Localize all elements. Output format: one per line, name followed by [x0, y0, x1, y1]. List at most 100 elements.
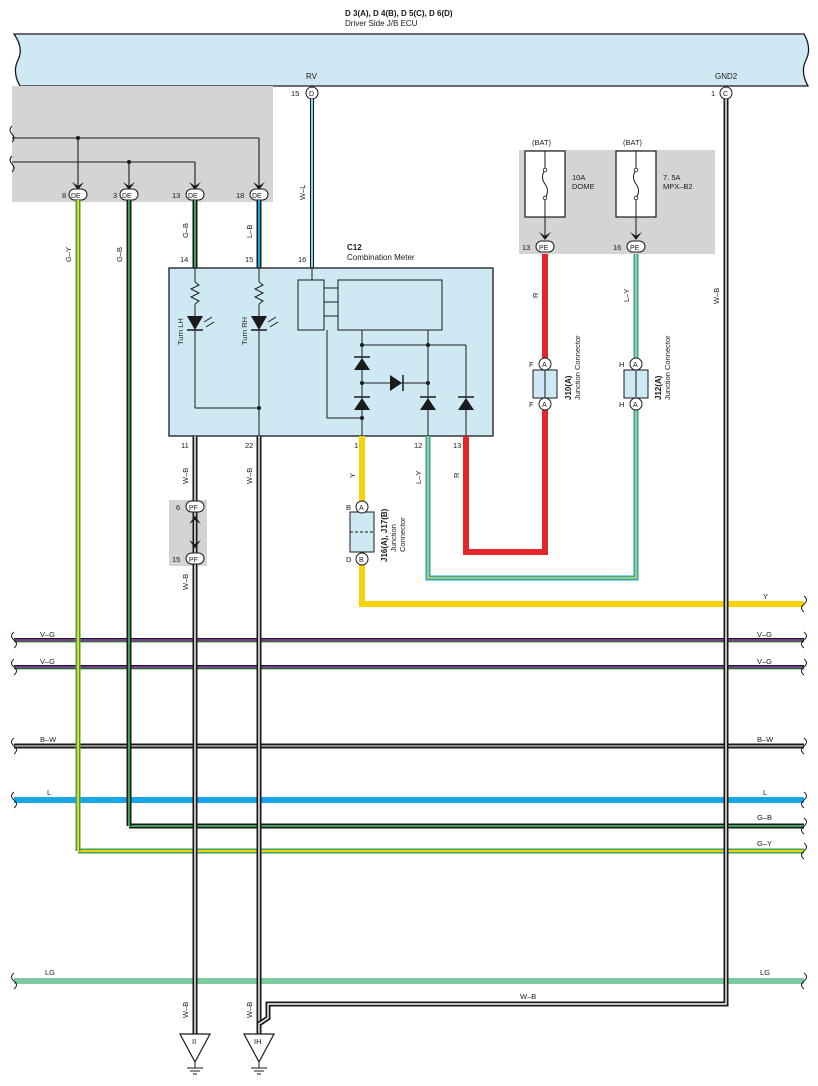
pf-pin-bot-conn: PF	[189, 557, 198, 564]
rv-pin-conn: D	[309, 91, 314, 98]
meter-pin-12: 12	[414, 441, 422, 450]
j12-pin-in: H	[619, 360, 624, 369]
fuse-mpx-pin: 16	[613, 243, 621, 252]
bus-lg-left-label: LG	[45, 968, 55, 977]
wire-wb-gnd-label: W–B	[712, 288, 721, 304]
wire-y-label: Y	[348, 473, 357, 478]
wire-wl-label: W–L	[298, 185, 307, 200]
jb-pin-8: 8 DE	[62, 188, 88, 201]
wire-wb-gnd2	[257, 99, 729, 1027]
wire-gy-left-label: G–Y	[64, 247, 73, 262]
j12-pin-out: H	[619, 400, 624, 409]
jb-pin-13-num: 13	[172, 191, 180, 200]
led-ray-arrows	[203, 316, 279, 328]
j12-pin-out-conn: A	[633, 402, 638, 409]
wire-wb-ii-label: W–B	[181, 1002, 190, 1018]
j16-code: J16(A), J17(B)	[380, 508, 389, 562]
j10-pin-in-circle	[538, 357, 552, 371]
pf-pin-top-shape	[185, 500, 205, 513]
meter-pin-14: 14	[180, 255, 188, 264]
wire-wb-bottom-label: W–B	[520, 992, 536, 1001]
meter-pin-13: 13	[453, 441, 461, 450]
pf-arrow-down	[189, 540, 201, 548]
rv-pin-num: 15	[291, 89, 299, 98]
j10-code: J10(A)	[564, 375, 573, 400]
combination-meter-box	[168, 267, 494, 437]
wire-wb-22-label: W–B	[245, 468, 254, 484]
j10-name: Junction Connector	[573, 335, 582, 400]
j16-pin-top-conn: A	[359, 505, 364, 512]
fuse-dome-pin: 13	[522, 243, 530, 252]
jb-pin-18-conn: DE	[252, 193, 262, 200]
jb-pin-18-num: 18	[236, 191, 244, 200]
jb-internal-box	[12, 86, 273, 202]
wire-r-fuse-label: R	[531, 292, 540, 298]
j16-pin-bot-circle	[355, 552, 369, 566]
rv-terminal-label: RV	[306, 72, 318, 81]
j12-pin-in-conn: A	[633, 362, 638, 369]
meter-pin-11: 11	[181, 441, 189, 450]
j16-pin-bot-conn: B	[359, 557, 364, 564]
meter-name: Combination Meter	[347, 253, 415, 262]
ecu-name: Driver Side J/B ECU	[345, 19, 418, 28]
gnd-pin-conn: C	[723, 91, 728, 98]
j16-pin-top-left: B	[346, 503, 351, 512]
wire-lb-top-label: L–B	[245, 225, 254, 238]
jb-pin-3-conn: DE	[122, 193, 132, 200]
fuse-dome	[524, 150, 566, 218]
jb-break-marks	[9, 125, 15, 173]
jb-pin-3: 3 DE	[113, 188, 139, 201]
wire-gb-top-label: G–B	[181, 223, 190, 238]
fuse-mpx	[615, 150, 657, 218]
j16-pin-bot-left: D	[346, 555, 352, 564]
j16-name2: Connector	[398, 517, 407, 552]
j10-pin-out-conn: A	[542, 402, 547, 409]
jb-pin-13: 13 DE	[172, 188, 205, 201]
wire-wb-11-label: W–B	[181, 468, 190, 484]
fuse-mpx-pin-shape	[626, 240, 646, 253]
gnd-pin-num: 1	[711, 89, 715, 98]
bus-y-right-label: Y	[763, 592, 768, 601]
bus-gy-right-label: G–Y	[757, 839, 772, 848]
wire-ly-fuse-label: L–Y	[622, 289, 631, 302]
ecu-block	[12, 33, 810, 87]
gnd2-terminal-label: GND2	[715, 72, 738, 81]
fuse-dome-rating: 10A	[572, 173, 585, 182]
pf-arrow-up	[189, 516, 201, 524]
bus-break-marks	[11, 595, 807, 990]
j12-code: J12(A)	[654, 375, 663, 400]
pf-pin-bot-shape	[185, 552, 205, 565]
j12-pin-in-circle	[629, 357, 643, 371]
jb-pin-18: 18 DE	[236, 188, 269, 201]
jb-internal-wiring	[12, 137, 260, 188]
jb-pin-arrows	[72, 182, 265, 190]
wire-ly-label: L–Y	[414, 471, 423, 484]
pf-pin-top-num: 6	[176, 503, 180, 512]
bus-lg-right-label: LG	[760, 968, 770, 977]
pf-pin-top-conn: PF	[189, 505, 198, 512]
j16-pin-top-circle	[355, 500, 369, 514]
ground-ih-label: IH	[254, 1037, 262, 1046]
wire-gb-left-label: G–B	[115, 247, 124, 262]
jb-pin-3-num: 3	[113, 191, 117, 200]
fuse-mpx-conn: PE	[630, 245, 640, 252]
fuse-mpx-rating: 7. 5A	[663, 173, 681, 182]
ground-ih	[242, 1033, 276, 1075]
fuse-dome-arrow	[539, 232, 551, 240]
meter-pin-16: 16	[298, 255, 306, 264]
j10-pin-in: F	[529, 360, 534, 369]
wire-wb-ih-label: W–B	[245, 1002, 254, 1018]
j16-name: Junction	[389, 524, 398, 552]
fuse-mpx-source: (BAT)	[623, 138, 643, 147]
wire-r-label: R	[452, 472, 461, 478]
j10-pin-out: F	[529, 400, 534, 409]
bus-lines	[14, 601, 804, 984]
turn-rh-label: Turn RH	[240, 317, 249, 345]
bus-l-right-label: L	[763, 788, 767, 797]
bus-bw-left-label: B–W	[40, 735, 57, 744]
wire-ly-pin12	[425, 254, 639, 581]
wire-wb-pf-label: W–B	[181, 574, 190, 590]
fuse-dome-source: (BAT)	[532, 138, 552, 147]
meter-pin-15: 15	[245, 255, 253, 264]
